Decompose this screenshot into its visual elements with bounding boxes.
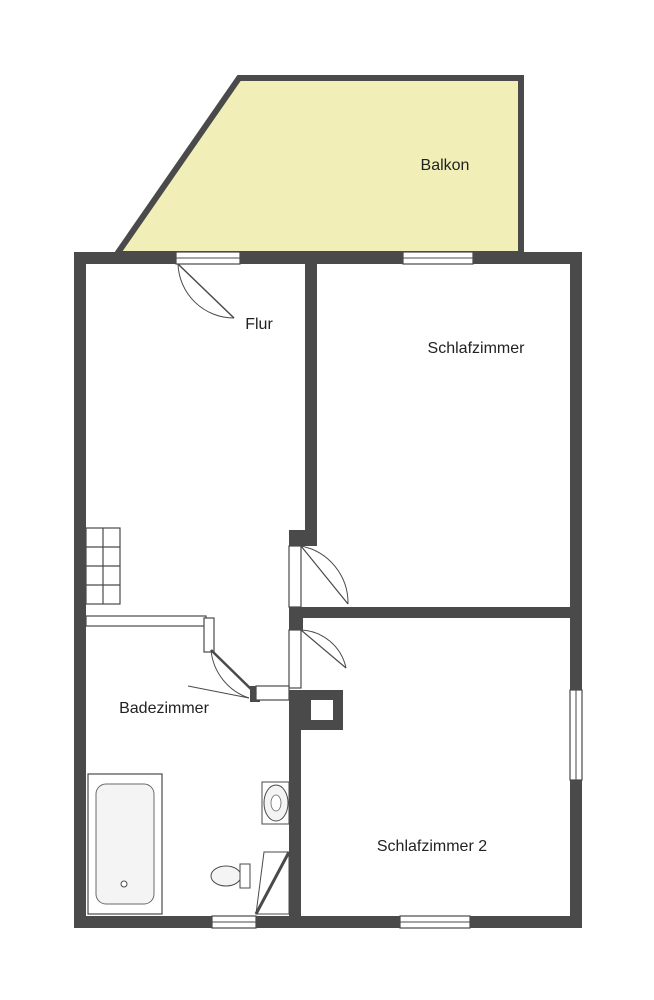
label-balkon: Balkon [421,157,470,174]
wall-left [74,252,86,928]
doors [177,263,349,701]
wall-flur-schlafzimmer [305,264,317,530]
bathroom-partition [85,615,215,653]
partition-post [203,617,215,653]
window-balkon-door [175,251,241,265]
wall-bottom [74,916,582,928]
window-schlafzimmer2-right [569,689,583,781]
wall-stub-upper [289,530,317,546]
wall-right [570,252,582,928]
window-badezimmer-bottom [211,915,257,929]
door-badezimmer [187,649,290,701]
bath-cabinet [254,851,291,915]
bathtub [87,773,163,915]
wall-stub-lower [289,618,303,630]
toilet [210,863,251,889]
door-schlafzimmer [288,545,349,608]
washbasin [261,781,290,825]
window-schlafzimmer2-bottom [399,915,471,929]
windows [175,251,583,929]
door-schlafzimmer2 [288,629,347,689]
shelf-unit [85,527,121,605]
wall-bad-schlafzimmer2 [289,690,301,916]
shaft-inner [311,700,333,720]
label-flur: Flur [245,316,273,333]
wall-top [74,252,582,264]
window-schlafzimmer-top [402,251,474,265]
partition-upper [85,615,207,627]
bathroom-fixtures [87,773,291,915]
label-schlafzimmer: Schlafzimmer [428,340,526,357]
label-schlafzimmer-2: Schlafzimmer 2 [377,838,487,855]
door-balkon [177,263,235,319]
room-labels: Balkon Flur Schlafzimmer Badezimmer Schl… [119,157,525,855]
shaft [301,690,343,730]
wall-between-bedrooms [289,607,570,618]
label-badezimmer: Badezimmer [119,700,209,717]
